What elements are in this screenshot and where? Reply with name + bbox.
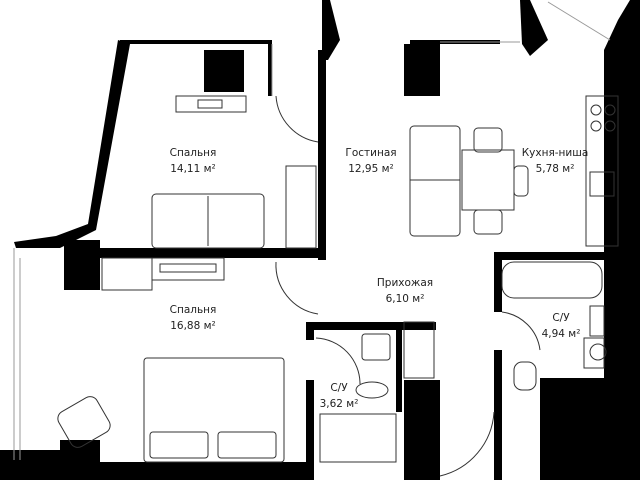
room-name: Кухня-ниша <box>521 147 589 159</box>
room-name: Гостиная <box>345 147 397 159</box>
room-label-living-room: Гостиная 12,95 м² <box>345 145 396 177</box>
room-name: Прихожая <box>376 277 434 289</box>
room-area: 3,62 м² <box>319 398 359 410</box>
room-area: 14,11 м² <box>170 163 216 175</box>
room-label-bathroom-2: С/У 3,62 м² <box>320 380 359 412</box>
doors <box>275 95 541 477</box>
furniture <box>57 95 619 463</box>
room-area: 6,10 м² <box>385 293 425 305</box>
room-label-bathroom-1: С/У 4,94 м² <box>542 310 581 342</box>
room-area: 4,94 м² <box>541 328 581 340</box>
room-name: Спальня <box>169 147 217 159</box>
room-name: С/У <box>330 382 348 394</box>
room-area: 16,88 м² <box>170 320 216 332</box>
room-label-bedroom-2: Спальня 16,88 м² <box>170 302 217 334</box>
room-label-bedroom-1: Спальня 14,11 м² <box>170 145 217 177</box>
room-name: Спальня <box>169 304 217 316</box>
room-area: 5,78 м² <box>535 163 575 175</box>
room-label-hallway: Прихожая 6,10 м² <box>377 275 433 307</box>
room-name: С/У <box>552 312 570 324</box>
room-label-kitchen: Кухня-ниша 5,78 м² <box>522 145 589 177</box>
room-area: 12,95 м² <box>348 163 394 175</box>
windows <box>13 1 611 460</box>
